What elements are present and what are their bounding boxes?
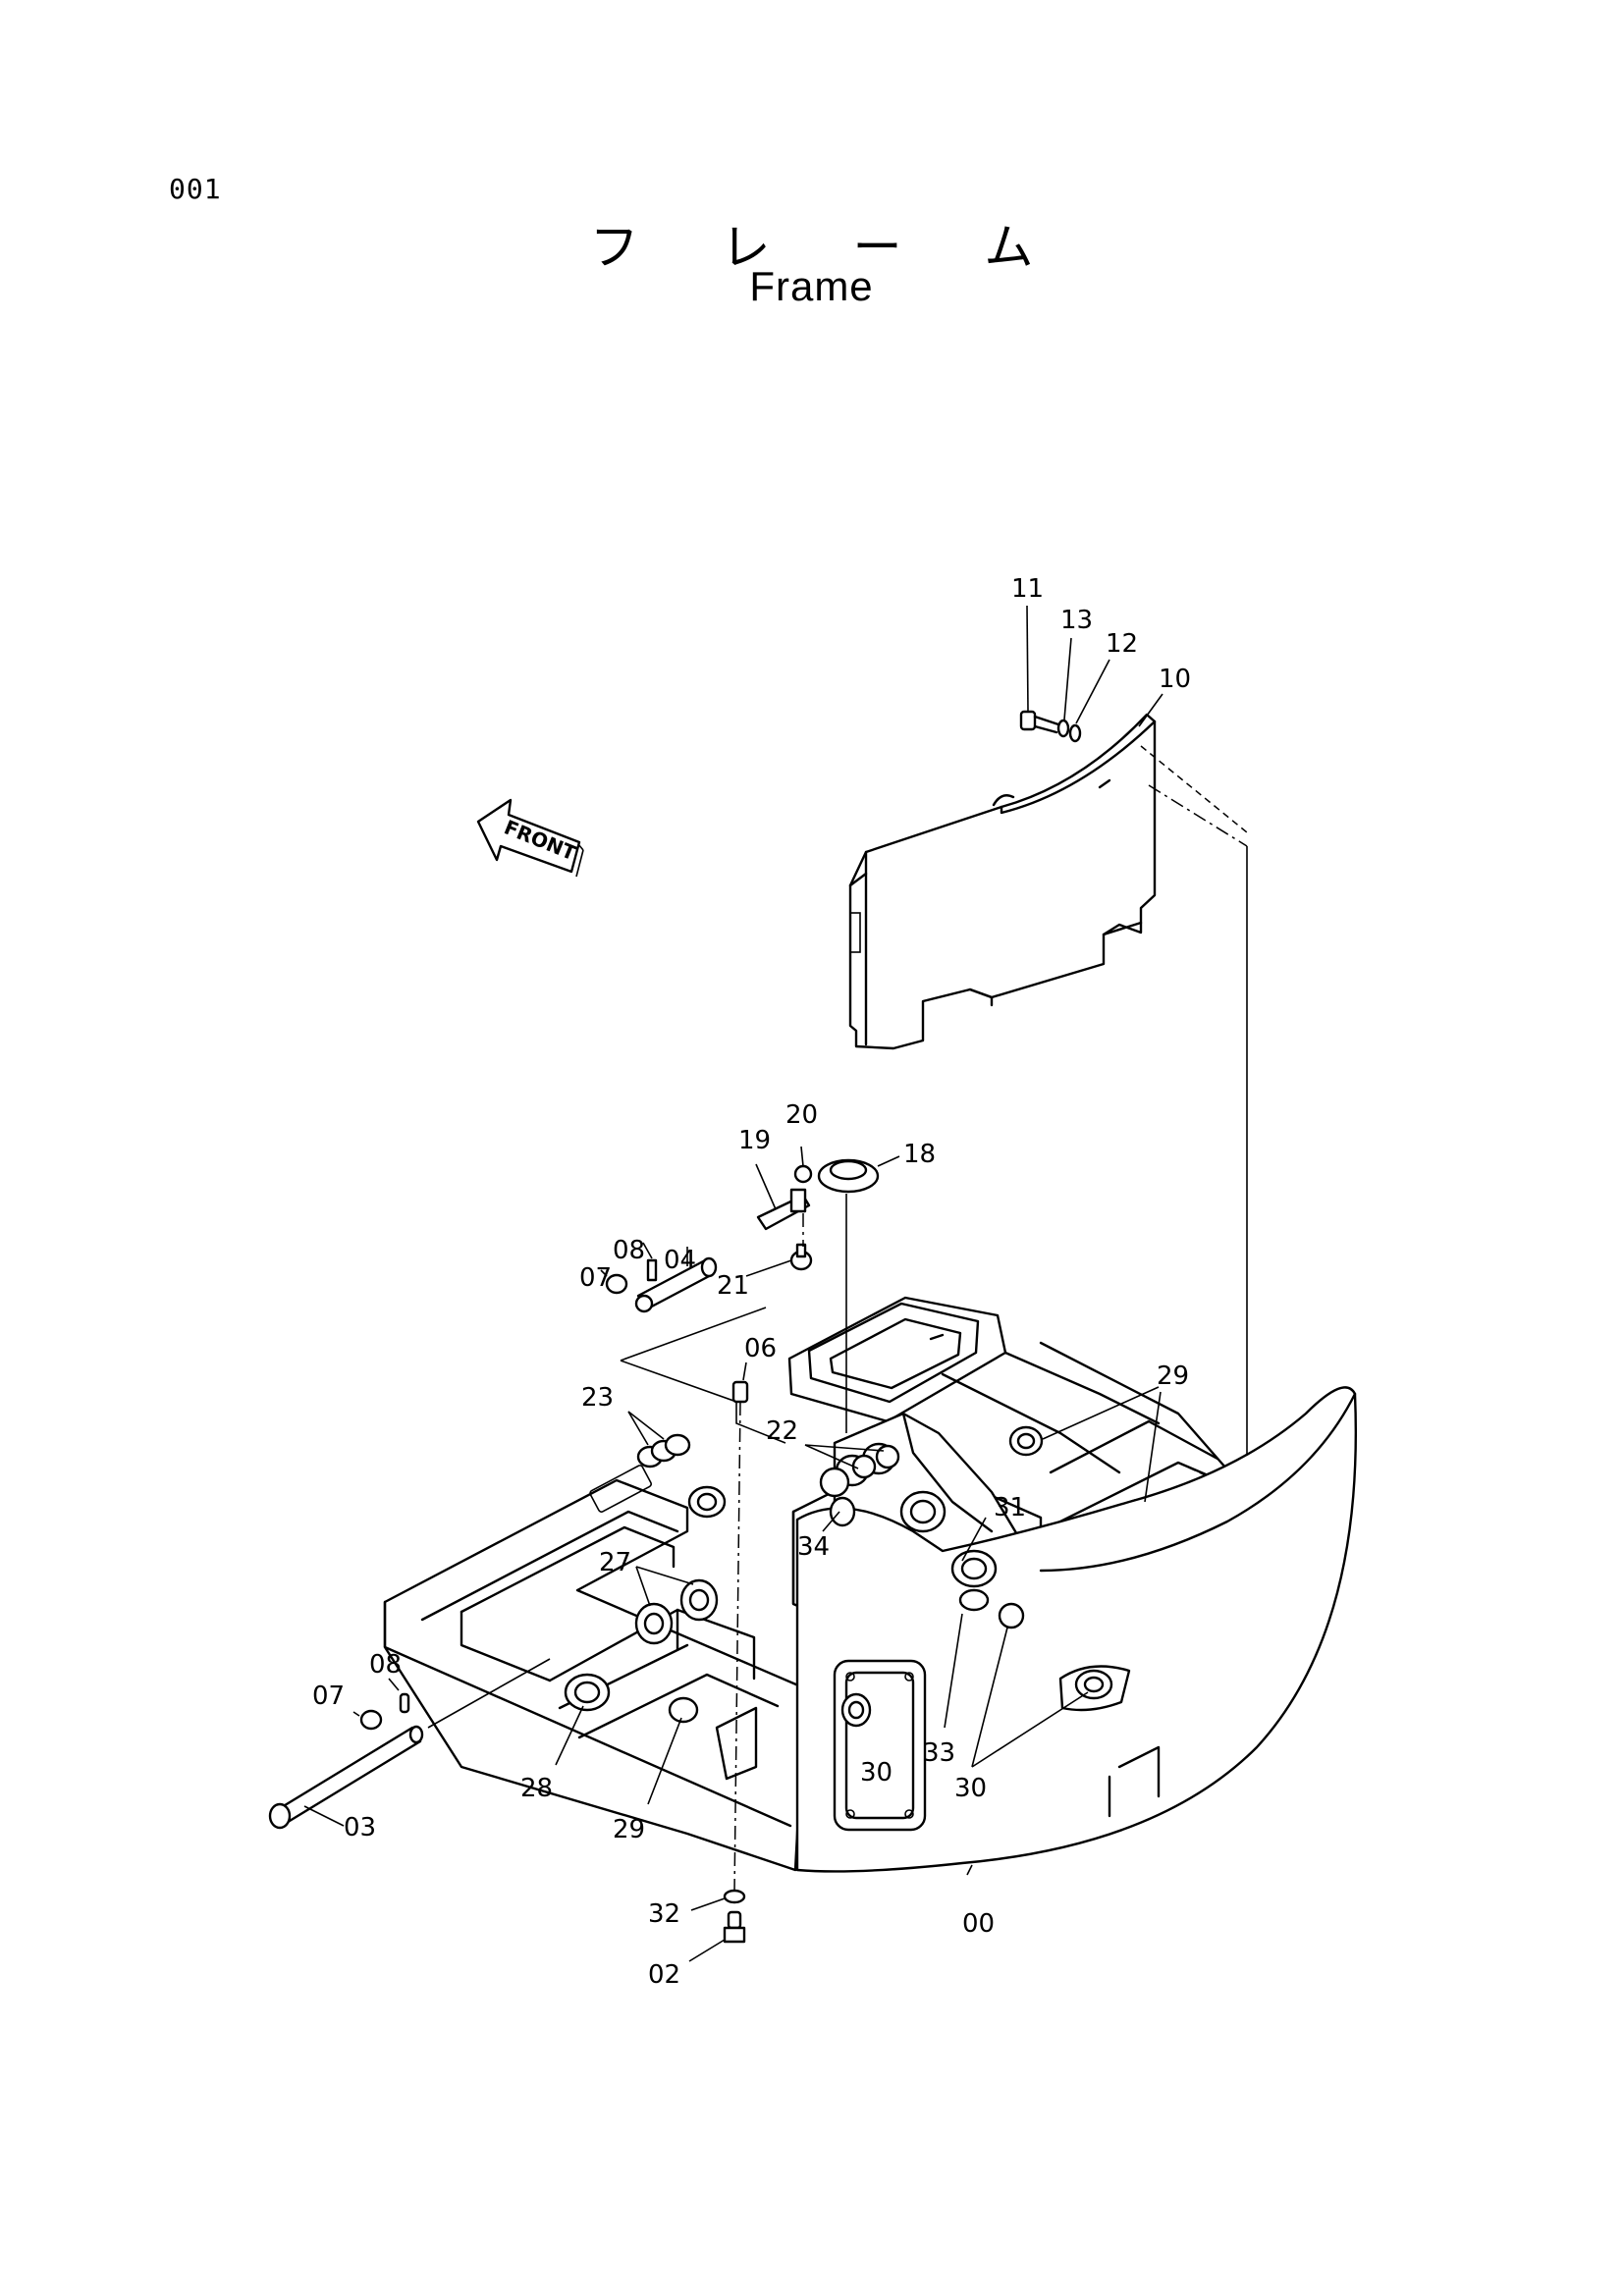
bolt-11-set xyxy=(1019,605,1163,743)
callout-27: 27 xyxy=(599,1548,631,1577)
callout-29-lower: 29 xyxy=(613,1815,645,1844)
callout-29-right: 29 xyxy=(1157,1362,1189,1391)
callout-02: 02 xyxy=(648,1960,680,1990)
bolt-02-set xyxy=(688,1889,746,1962)
leader-lines xyxy=(555,1386,1162,1876)
title-japanese: フ レ ー ム xyxy=(589,219,1067,276)
counterweight xyxy=(848,713,1248,1050)
callout-10: 10 xyxy=(1159,665,1191,694)
callout-33: 33 xyxy=(923,1738,955,1768)
pin-04-set xyxy=(600,1242,786,1444)
callout-19: 19 xyxy=(738,1126,771,1155)
page-number: 001 xyxy=(169,173,222,205)
callout-31: 31 xyxy=(994,1493,1026,1522)
pin-03-set xyxy=(268,1658,551,1830)
callout-34: 34 xyxy=(797,1532,830,1562)
callout-07-lower: 07 xyxy=(312,1682,345,1711)
callout-22: 22 xyxy=(766,1416,798,1446)
callout-20: 20 xyxy=(785,1100,818,1130)
callouts: 11 13 12 10 20 19 18 08 04 07 21 06 23 2… xyxy=(312,574,1191,1990)
callout-08-upper: 08 xyxy=(613,1236,645,1265)
callout-04: 04 xyxy=(664,1246,696,1275)
callout-03: 03 xyxy=(344,1813,376,1842)
pin-19-set xyxy=(745,1146,900,1433)
callout-07-upper: 07 xyxy=(579,1263,612,1293)
front-arrow-icon: FRONT xyxy=(476,798,584,878)
callout-21: 21 xyxy=(717,1271,749,1301)
callout-18: 18 xyxy=(903,1140,936,1169)
callout-23: 23 xyxy=(581,1383,614,1413)
callout-06: 06 xyxy=(744,1334,777,1363)
callout-13: 13 xyxy=(1060,606,1093,635)
callout-32: 32 xyxy=(648,1899,680,1929)
title-english: Frame xyxy=(749,263,874,309)
callout-30-right: 30 xyxy=(954,1774,987,1803)
callout-08-lower: 08 xyxy=(369,1650,402,1680)
callout-00: 00 xyxy=(962,1909,995,1939)
callout-30-hatch: 30 xyxy=(860,1758,893,1788)
callout-28: 28 xyxy=(520,1774,553,1803)
part-06-23 xyxy=(627,1362,749,1894)
main-frame xyxy=(383,1296,1357,1873)
callout-11: 11 xyxy=(1011,574,1044,604)
callout-12: 12 xyxy=(1106,629,1138,659)
